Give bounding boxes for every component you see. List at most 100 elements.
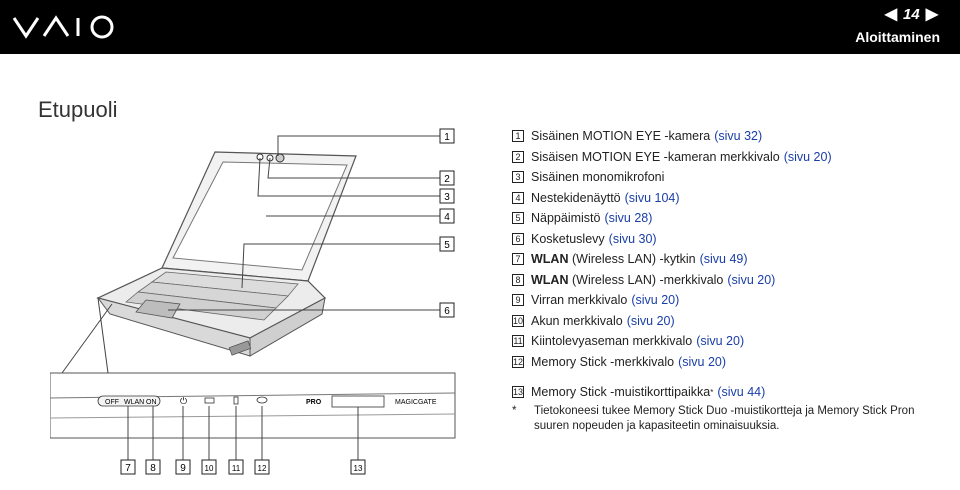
svg-text:12: 12 [258, 464, 267, 473]
arrow-left-icon[interactable]: ◀ [884, 6, 897, 23]
item-number: 11 [512, 335, 524, 348]
page-ref-link[interactable]: (sivu 20) [727, 272, 776, 287]
item-number: 5 [512, 212, 524, 225]
item-text: Nestekidenäyttö [531, 190, 621, 205]
page-ref-link[interactable]: (sivu 44) [717, 385, 766, 400]
page-ref-link[interactable]: (sivu 49) [699, 252, 748, 267]
memory-stick-slot [331, 395, 385, 408]
list-item: 5 Näppäimistö(sivu 28) [512, 208, 952, 229]
list-item: 3 Sisäinen monomikrofoni [512, 167, 952, 188]
callout-box-5: 5 [439, 236, 455, 252]
switch-on-label: ON [146, 399, 157, 406]
list-item: 4 Nestekidenäyttö(sivu 104) [512, 188, 952, 209]
section-title: Aloittaminen [855, 29, 940, 45]
page-ref-link[interactable]: (sivu 20) [783, 149, 832, 164]
callout-box-7: 7 [120, 459, 136, 475]
page-title: Etupuoli [38, 97, 118, 122]
item-number: 4 [512, 191, 524, 204]
footnote-line: suuren nopeuden ja kapasiteetin ominaisu… [534, 420, 780, 432]
item-bold-text: WLAN [531, 272, 569, 287]
svg-text:1: 1 [444, 132, 450, 143]
item-number: 7 [512, 253, 524, 266]
item-text: Virran merkkivalo [531, 293, 628, 308]
list-item: 6 Kosketuslevy(sivu 30) [512, 229, 952, 250]
item-number: 10 [512, 314, 524, 327]
item-text: Näppäimistö [531, 211, 601, 226]
svg-text:5: 5 [444, 240, 450, 251]
item-number: 13 [512, 386, 524, 399]
page-ref-link[interactable]: (sivu 20) [631, 293, 680, 308]
switch-off-label: OFF [105, 399, 119, 406]
list-item: 1 Sisäinen MOTION EYE -kamera(sivu 32) [512, 126, 952, 147]
page-ref-link[interactable]: (sivu 32) [714, 129, 763, 144]
item-bold-text: WLAN [531, 252, 569, 267]
pro-label: PRO [306, 399, 322, 406]
item-number: 1 [512, 130, 524, 143]
svg-text:2: 2 [444, 174, 450, 185]
svg-text:11: 11 [232, 464, 241, 473]
list-item: 7 WLAN (Wireless LAN) -kytkin(sivu 49) [512, 249, 952, 270]
item-text: Kosketuslevy [531, 231, 605, 246]
callout-box-6: 6 [439, 302, 455, 318]
arrow-right-icon[interactable]: ▶ [925, 6, 938, 23]
callout-box-10: 10 [201, 459, 217, 475]
item-text: Memory Stick -merkkivalo [531, 354, 675, 369]
callout-box-4: 4 [439, 208, 455, 224]
footnote-star: * [512, 405, 517, 417]
svg-text:4: 4 [444, 212, 450, 223]
svg-text:7: 7 [125, 463, 131, 474]
item-text: (Wireless LAN) -merkkivalo [571, 272, 724, 287]
callout-box-8: 8 [145, 459, 161, 475]
magicgate-label: MAGICGATE [395, 399, 437, 406]
laptop-illustration: 1 2 3 4 5 6 OFF WLAN ON ⏻ PRO MAGICGATE … [50, 128, 456, 475]
svg-text:3: 3 [444, 192, 450, 203]
page-ref-link[interactable]: (sivu 28) [604, 211, 653, 226]
svg-text:9: 9 [180, 463, 186, 474]
callout-box-11: 11 [228, 459, 244, 475]
page-number: 14 [903, 5, 920, 23]
svg-text:10: 10 [205, 464, 214, 473]
svg-text:8: 8 [150, 463, 156, 474]
item-number: 6 [512, 232, 524, 245]
callout-box-13: 13 [350, 459, 366, 475]
item-number: 9 [512, 294, 524, 307]
list-item: 10 Akun merkkivalo(sivu 20) [512, 311, 952, 332]
callout-box-1: 1 [439, 128, 455, 144]
item-text: Memory Stick -muistikorttipaikka [531, 385, 711, 400]
item-text: Sisäinen monomikrofoni [531, 170, 665, 185]
callout-box-9: 9 [175, 459, 191, 475]
item-number: 3 [512, 171, 524, 184]
svg-text:6: 6 [444, 306, 450, 317]
page-ref-link[interactable]: (sivu 104) [624, 190, 680, 205]
page-navigation: ◀ 14 ▶ [885, 4, 938, 24]
battery-indicator-icon [204, 397, 215, 404]
item-text: (Wireless LAN) -kytkin [571, 252, 696, 267]
callout-box-12: 12 [254, 459, 270, 475]
list-item: 12 Memory Stick -merkkivalo(sivu 20) [512, 352, 952, 373]
item-number: 2 [512, 150, 524, 163]
callout-box-3: 3 [439, 188, 455, 204]
page-ref-link[interactable]: (sivu 20) [678, 354, 727, 369]
list-item: 9 Virran merkkivalo(sivu 20) [512, 290, 952, 311]
list-item: 8 WLAN (Wireless LAN) -merkkivalo(sivu 20… [512, 270, 952, 291]
item-text: Akun merkkivalo [531, 313, 623, 328]
vaio-logo [12, 15, 114, 39]
footnote-marker: * [710, 387, 714, 397]
footnote-line: Tietokoneesi tukee Memory Stick Duo -mui… [534, 405, 915, 417]
item-number: 8 [512, 273, 524, 286]
svg-text:13: 13 [354, 464, 363, 473]
memory-stick-indicator-icon [256, 396, 268, 404]
page-ref-link[interactable]: (sivu 20) [696, 334, 745, 349]
list-item: 13 Memory Stick -muistikorttipaikka*(sivu… [512, 382, 952, 403]
page-ref-link[interactable]: (sivu 30) [608, 231, 657, 246]
footnote: * Tietokoneesi tukee Memory Stick Duo -mu… [512, 404, 952, 434]
item-text: Sisäisen MOTION EYE -kameran merkkivalo [531, 149, 780, 164]
item-text: Sisäinen MOTION EYE -kamera [531, 129, 711, 144]
page-ref-link[interactable]: (sivu 20) [626, 313, 675, 328]
item-number: 12 [512, 355, 524, 368]
hdd-indicator-icon [233, 396, 239, 405]
switch-wlan-label: WLAN [124, 399, 144, 406]
list-item: 2 Sisäisen MOTION EYE -kameran merkkivalo… [512, 147, 952, 168]
